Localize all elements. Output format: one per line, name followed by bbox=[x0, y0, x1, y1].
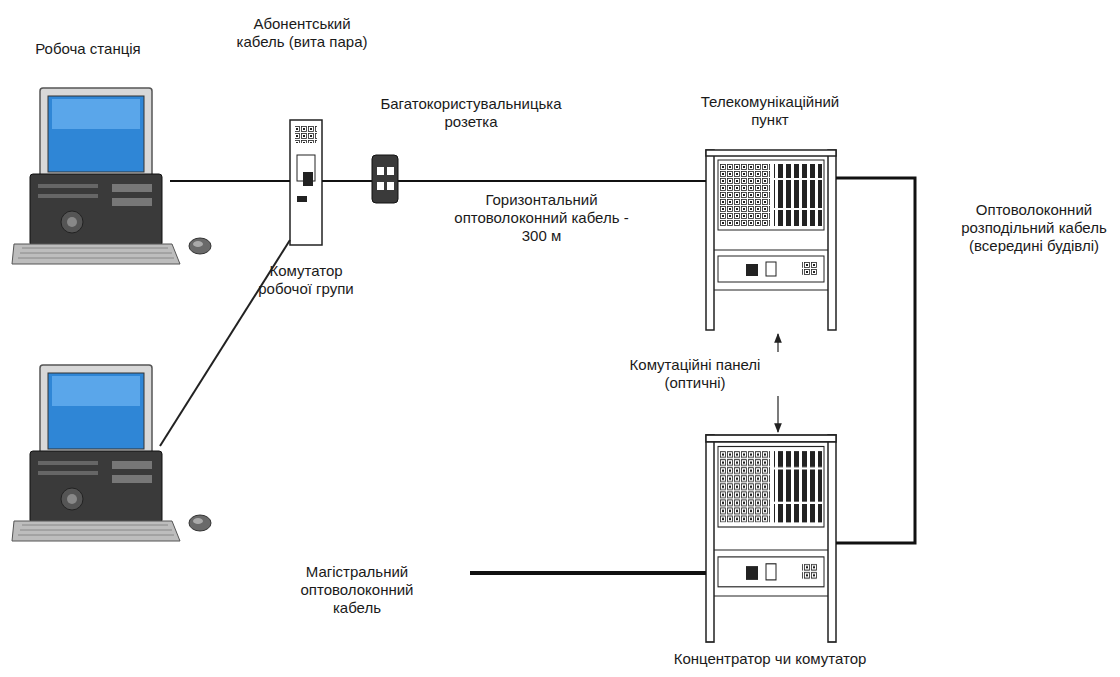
device-node: Робоча станція bbox=[30, 88, 170, 246]
device-node: Концентратор чи комутатор bbox=[706, 435, 836, 647]
rack-cabinet bbox=[706, 150, 836, 330]
annotation-label: Магістральний оптоволоконний кабель bbox=[290, 562, 424, 618]
pointer-arrow bbox=[777, 396, 778, 432]
device-label: Робоча станція bbox=[0, 40, 188, 58]
device-label: Концентратор чи комутатор bbox=[640, 650, 900, 668]
device-label: Багатокористувальницька розетка bbox=[371, 95, 571, 131]
backbone-cable bbox=[470, 571, 706, 575]
cable-line bbox=[170, 180, 290, 182]
switch-device bbox=[290, 120, 322, 245]
pointer-arrow bbox=[777, 334, 778, 352]
device-node: Багатокористувальницька розетка bbox=[372, 155, 398, 203]
workstation-icon bbox=[12, 88, 211, 264]
cable-label: Оптоволоконний розподільний кабель (всер… bbox=[948, 200, 1120, 256]
rack-cabinet bbox=[706, 435, 836, 642]
device-node: Комутатор робочої групи bbox=[290, 120, 322, 245]
cable-line bbox=[322, 180, 372, 182]
annotation-label: Комутаційні панелі (оптичні) bbox=[618, 355, 772, 393]
cable-line bbox=[836, 178, 915, 543]
wall-outlet bbox=[372, 155, 398, 203]
workstation-icon bbox=[12, 365, 211, 541]
device-node: Телекомунікаційний пункт bbox=[706, 150, 836, 330]
cable-line bbox=[398, 180, 706, 182]
cable-label: Абонентський кабель (вита пара) bbox=[230, 14, 374, 52]
cable-label: Горизонтальний оптоволоконний кабель - 3… bbox=[447, 190, 636, 246]
device-label: Телекомунікаційний пункт bbox=[685, 93, 855, 129]
device-label: Комутатор робочої групи bbox=[256, 262, 356, 298]
